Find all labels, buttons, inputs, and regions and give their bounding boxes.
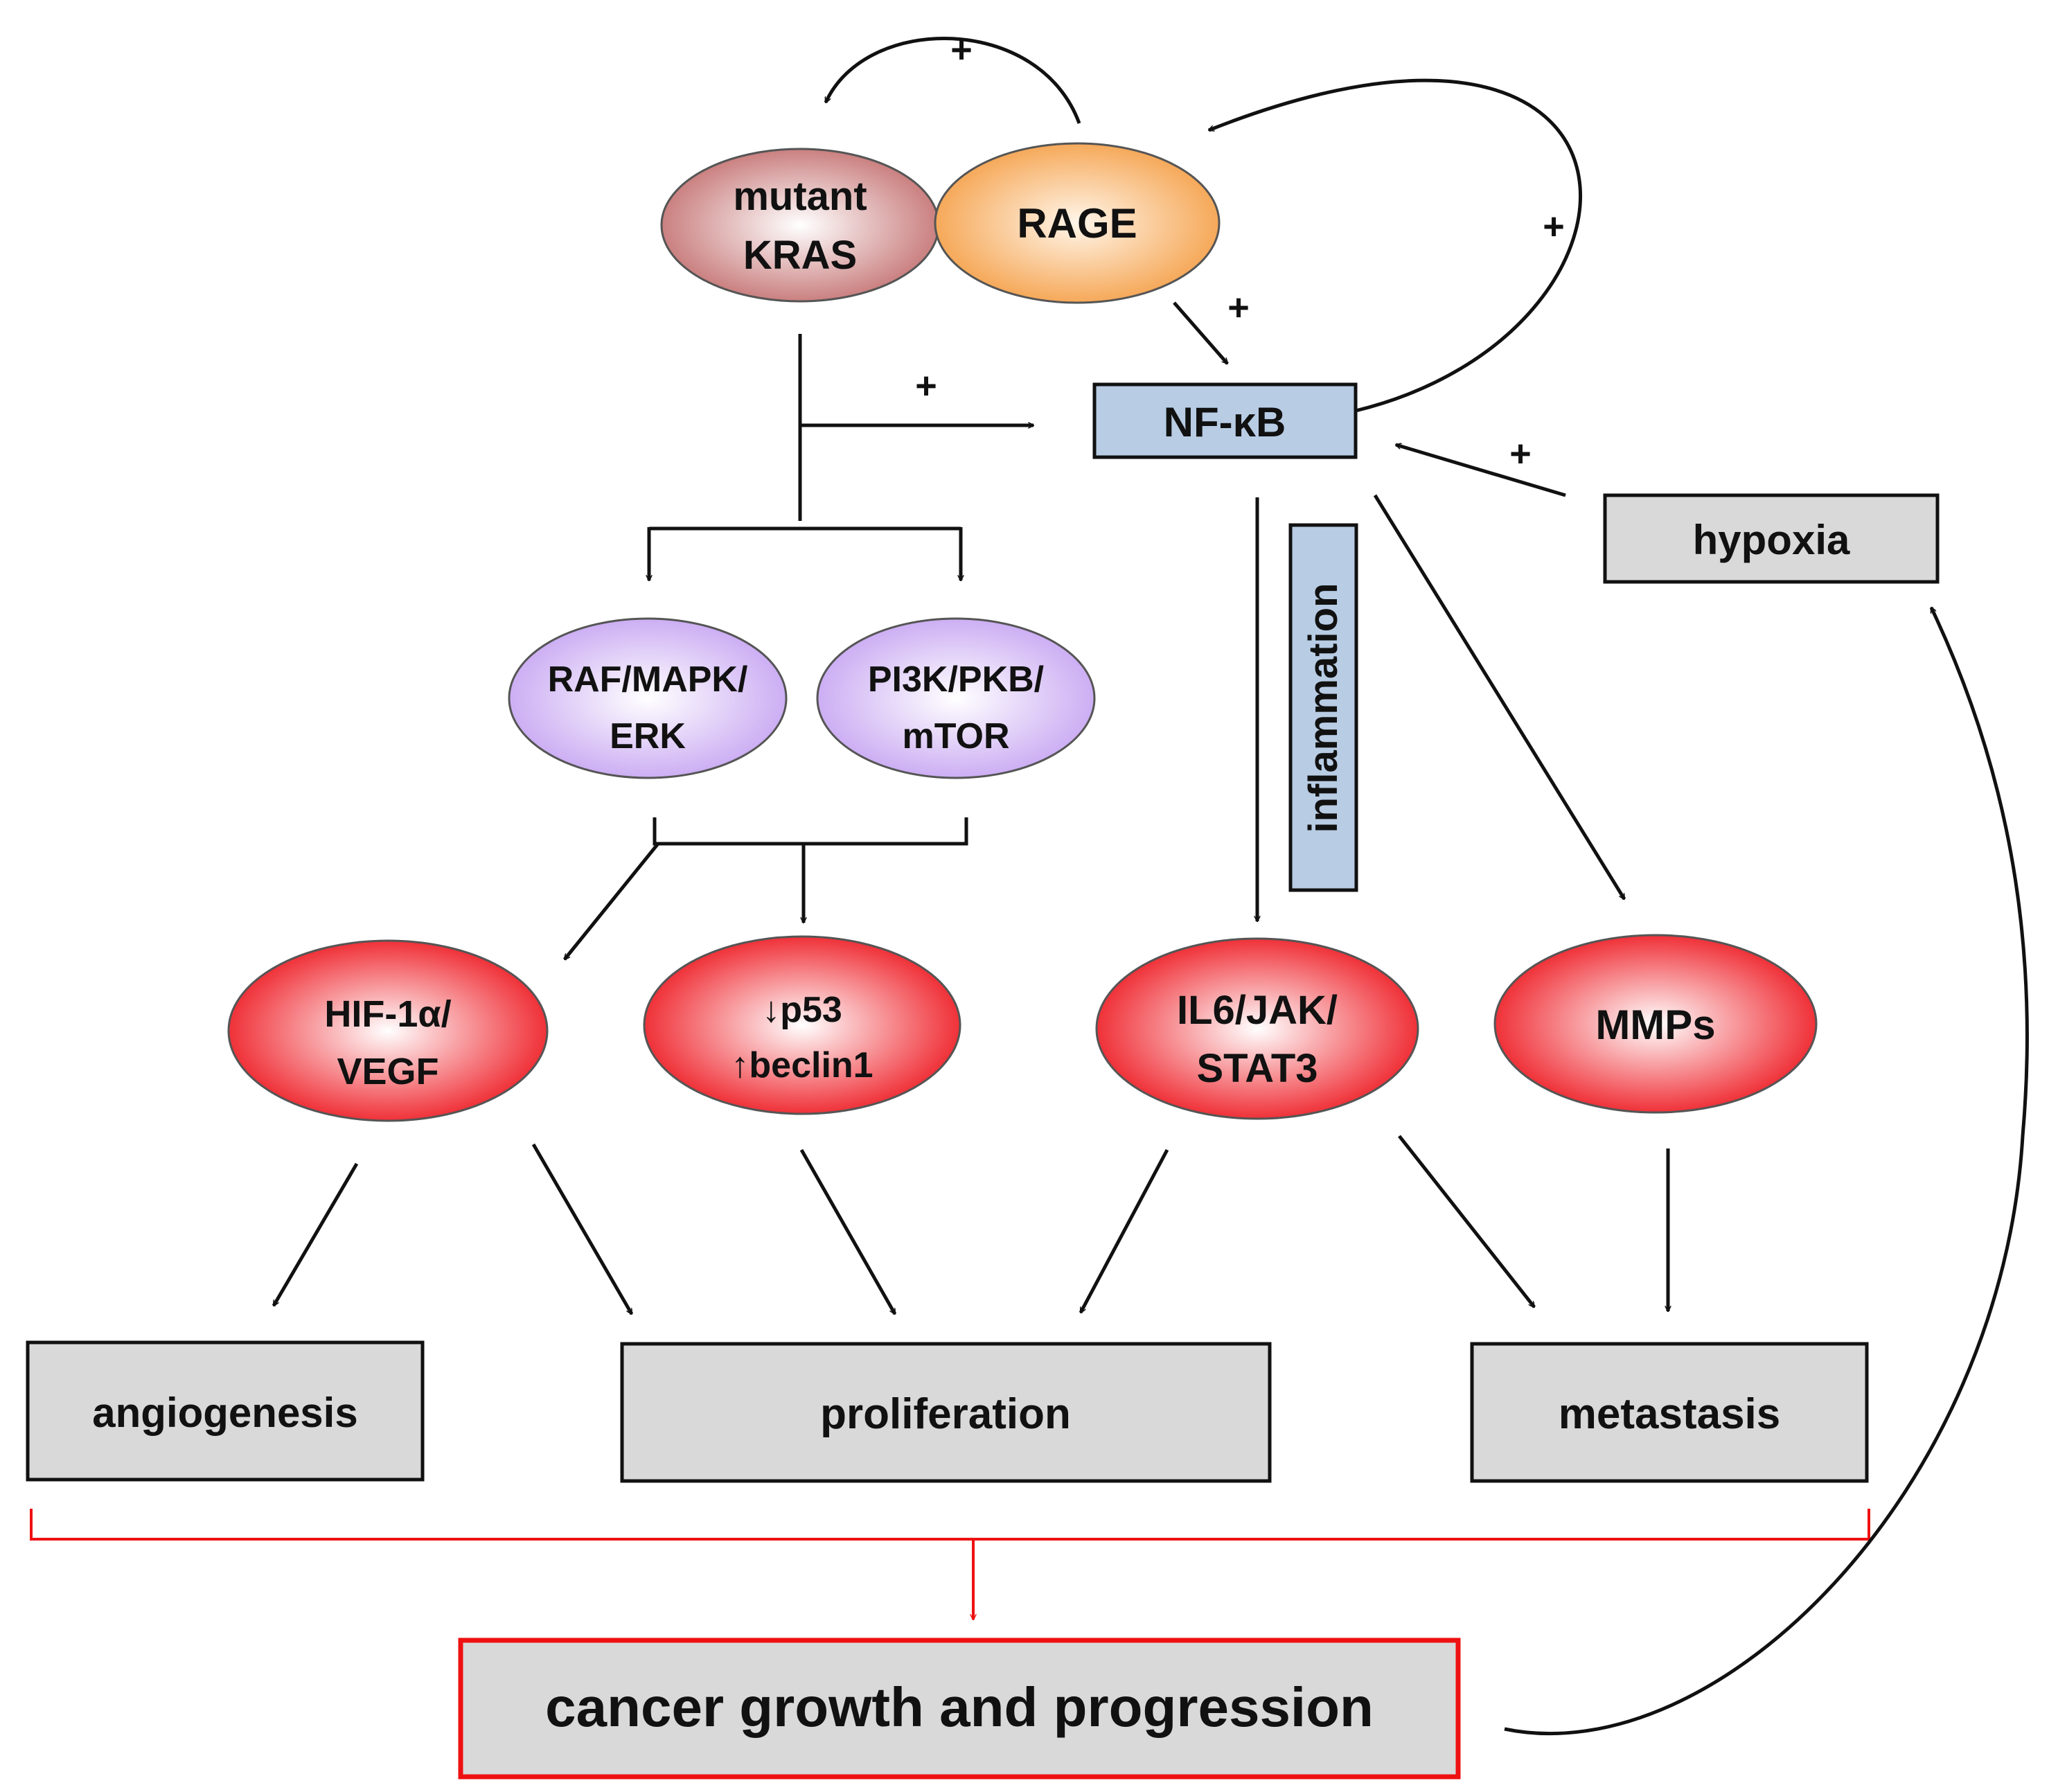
angiogenesis-label: angiogenesis — [92, 1390, 357, 1436]
angiogenesis-node: angiogenesis — [26, 1340, 425, 1482]
mmps-node: MMPs — [1493, 934, 1818, 1114]
plus-hypoxia-nfkb: + — [1509, 433, 1532, 474]
il6-label-1: IL6/JAK/ — [1177, 988, 1338, 1033]
raf-label-2: ERK — [610, 716, 686, 756]
nfkb-node: NF-κB — [1092, 382, 1358, 459]
merge-hif-arrow — [563, 842, 659, 959]
plus-kras-nfkb: + — [915, 365, 937, 407]
il6-jak-stat3-node: IL6/JAK/ STAT3 — [1095, 937, 1419, 1120]
cancer-growth-label: cancer growth and progression — [545, 1676, 1374, 1738]
metastasis-label: metastasis — [1559, 1390, 1781, 1438]
rage-label: RAGE — [1017, 200, 1137, 247]
cancer-growth-node: cancer growth and progression — [458, 1638, 1461, 1780]
pi3k-pkb-mtor-node: PI3K/PKB/ mTOR — [816, 617, 1096, 779]
rage-nfkb-arrow — [1173, 301, 1229, 364]
il6-metastasis-arrow — [1398, 1135, 1536, 1307]
pi3k-label-2: mTOR — [902, 716, 1009, 756]
mutant-kras-label-2: KRAS — [743, 233, 857, 278]
il6-label-2: STAT3 — [1196, 1046, 1318, 1091]
p53-beclin1-node: ↓p53 ↑beclin1 — [643, 935, 961, 1115]
inflammation-label: inflammation — [1301, 583, 1346, 833]
plus-kras-rage-loop: + — [950, 29, 973, 71]
outcomes-bracket — [30, 1509, 1870, 1541]
raf-pi3k-merge-bracket — [653, 817, 968, 846]
plus-nfkb-loop: + — [1543, 206, 1565, 247]
hif-angiogenesis-arrow — [272, 1162, 359, 1306]
hif-label-2: VEGF — [337, 1051, 438, 1092]
rage-kras-loop-arrow — [824, 37, 1081, 124]
nfkb-mmps-arrow — [1373, 494, 1626, 899]
nfkb-rage-loop-arrow — [1209, 78, 1582, 413]
mutant-kras-node: mutant KRAS — [660, 148, 940, 303]
hypoxia-node: hypoxia — [1603, 493, 1940, 584]
il6-proliferation-arrow — [1079, 1148, 1169, 1313]
mutant-kras-label-1: mutant — [733, 174, 867, 219]
p53-proliferation-arrow — [799, 1148, 897, 1314]
rage-node: RAGE — [934, 142, 1221, 304]
p53-label-2: ↑beclin1 — [731, 1045, 873, 1085]
pi3k-label-1: PI3K/PKB/ — [868, 659, 1044, 700]
raf-mapk-erk-node: RAF/MAPK/ ERK — [508, 617, 788, 779]
hif-label-1: HIF-1α/ — [324, 993, 451, 1035]
hif-proliferation-arrow — [531, 1143, 634, 1314]
proliferation-label: proliferation — [820, 1390, 1071, 1438]
cancer-hypoxia-arrow — [1504, 607, 2029, 1735]
p53-label-1: ↓p53 — [762, 990, 842, 1030]
hypoxia-label: hypoxia — [1693, 517, 1850, 563]
nfkb-label: NF-κB — [1164, 399, 1286, 445]
hif-vegf-node: HIF-1α/ VEGF — [227, 939, 549, 1122]
proliferation-node: proliferation — [620, 1342, 1272, 1483]
metastasis-node: metastasis — [1470, 1342, 1869, 1483]
inflammation-box: inflammation — [1288, 523, 1358, 892]
mmps-label: MMPs — [1595, 1002, 1715, 1048]
raf-label-1: RAF/MAPK/ — [548, 659, 748, 700]
hypoxia-nfkb-arrow — [1396, 445, 1566, 497]
plus-rage-nfkb: + — [1227, 287, 1250, 328]
